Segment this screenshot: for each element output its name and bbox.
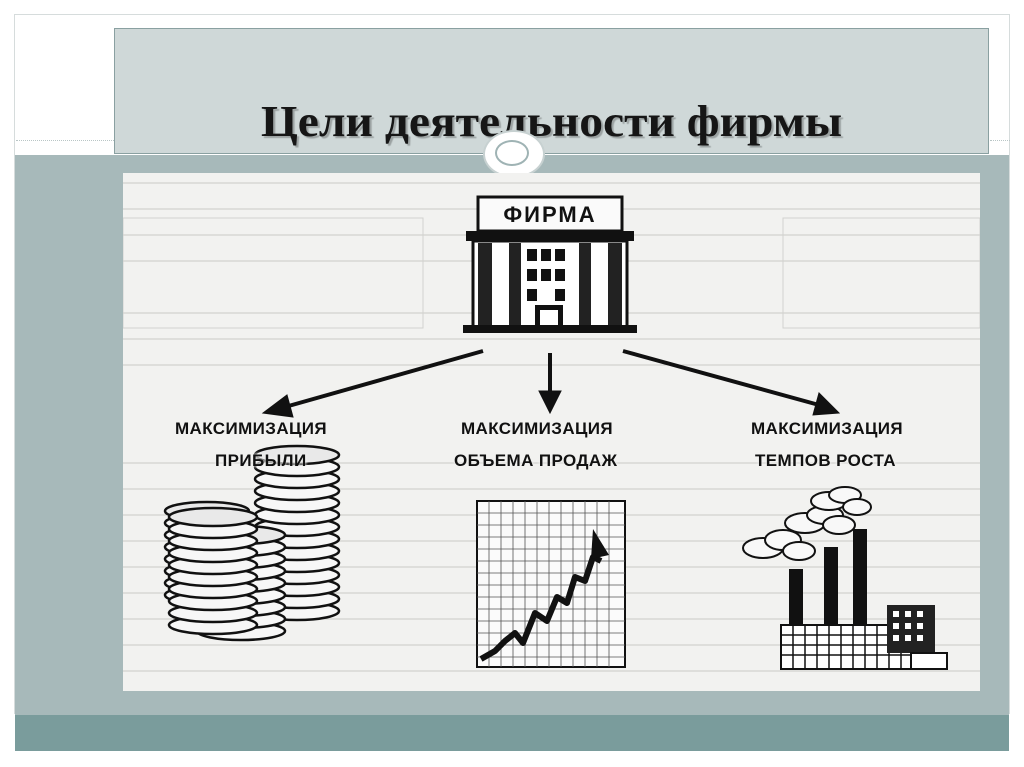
slide-frame-right	[1009, 14, 1010, 714]
circle-ornament-inner	[495, 140, 529, 166]
firm-label: ФИРМА	[503, 202, 597, 227]
slide-frame-left	[14, 14, 15, 714]
arrowhead-profit	[261, 394, 294, 418]
arrowhead-sales	[538, 390, 562, 415]
arrows	[261, 349, 841, 418]
goal-growth-line1: МАКСИМИЗАЦИЯ	[751, 419, 904, 438]
firm-building-icon	[463, 195, 637, 333]
background-box-right	[782, 217, 980, 329]
dotted-rule-left	[16, 140, 114, 141]
factory-icon	[742, 486, 948, 670]
slide-title: Цели деятельности фирмы	[260, 97, 843, 146]
arrow-to-growth	[622, 349, 820, 407]
background-box-left	[123, 217, 424, 329]
title-area: Цели деятельности фирмы	[114, 28, 989, 154]
bottom-bar	[15, 715, 1009, 751]
goal-profit-line1: МАКСИМИЗАЦИЯ	[175, 419, 328, 438]
growth-chart-icon	[476, 500, 626, 668]
diagram-drawing	[123, 182, 980, 672]
goal-sales-line1: МАКСИМИЗАЦИЯ	[461, 419, 614, 438]
goal-growth-line2: ТЕМПОВ РОСТА	[755, 451, 896, 470]
goal-profit-line2: ПРИБЫЛИ	[215, 451, 307, 470]
diagram-image: ФИРМА МАКСИМИЗАЦИЯ ПРИБЫЛИ МАКСИМИЗАЦИЯ …	[123, 173, 980, 691]
goal-sales-line2: ОБЪЕМА ПРОДАЖ	[454, 451, 618, 470]
dotted-rule-right	[990, 140, 1010, 141]
coins-stack-front	[167, 506, 259, 636]
arrow-to-profit	[284, 349, 484, 409]
arrowhead-growth	[812, 392, 841, 416]
title-box	[114, 28, 989, 154]
slide-frame-top	[14, 14, 1010, 15]
